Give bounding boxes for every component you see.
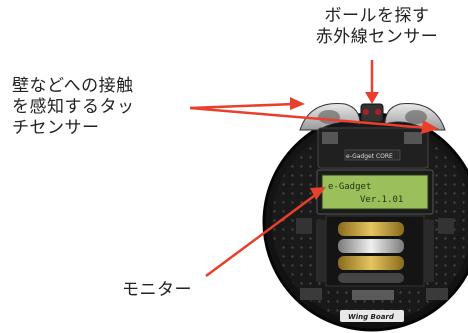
arrow-ball-sensor-head	[365, 92, 379, 104]
ball-sensor-label-line-1: ボールを探す	[324, 6, 430, 26]
ball-sensor-label: ボールを探す 赤外線センサー	[292, 6, 462, 48]
core-board: e-Gadget CORE	[317, 127, 429, 169]
touch-sensor-label: 壁などへの接触 を感知するタッ チセンサー	[12, 76, 135, 139]
ball-sensor-label-line-2: 赤外線センサー	[315, 27, 439, 47]
lcd-line-2: Ver.1.01	[360, 195, 403, 205]
lcd-line-1: e-Gadget	[328, 182, 371, 192]
ir-ball-sensor	[360, 103, 384, 123]
monitor-label: モニター	[122, 280, 192, 301]
battery-pack	[316, 215, 434, 287]
arrow-monitor	[205, 191, 319, 278]
arrow-touch-left-head	[290, 97, 305, 110]
side-components	[296, 218, 454, 300]
touch-sensor-label-line-2: を感知するタッ	[12, 97, 135, 117]
wing-board-label: Wing Board	[348, 313, 395, 321]
touch-sensor-label-line-3: チセンサー	[12, 118, 100, 138]
arrow-touch-right-head	[421, 120, 439, 134]
lcd-monitor: e-Gadget Ver.1.01	[316, 169, 434, 215]
annotation-arrows	[189, 60, 439, 278]
arrow-monitor-head	[310, 187, 326, 200]
board-label: e-Gadget CORE	[346, 153, 393, 160]
touch-sensor-bumpers	[299, 103, 446, 131]
wing-board: Wing Board	[340, 310, 404, 322]
monitor-label-text: モニター	[122, 280, 192, 300]
touch-sensor-label-line-1: 壁などへの接触	[12, 76, 134, 96]
arrow-touch-right	[189, 106, 429, 130]
arrow-touch-left	[189, 102, 296, 110]
